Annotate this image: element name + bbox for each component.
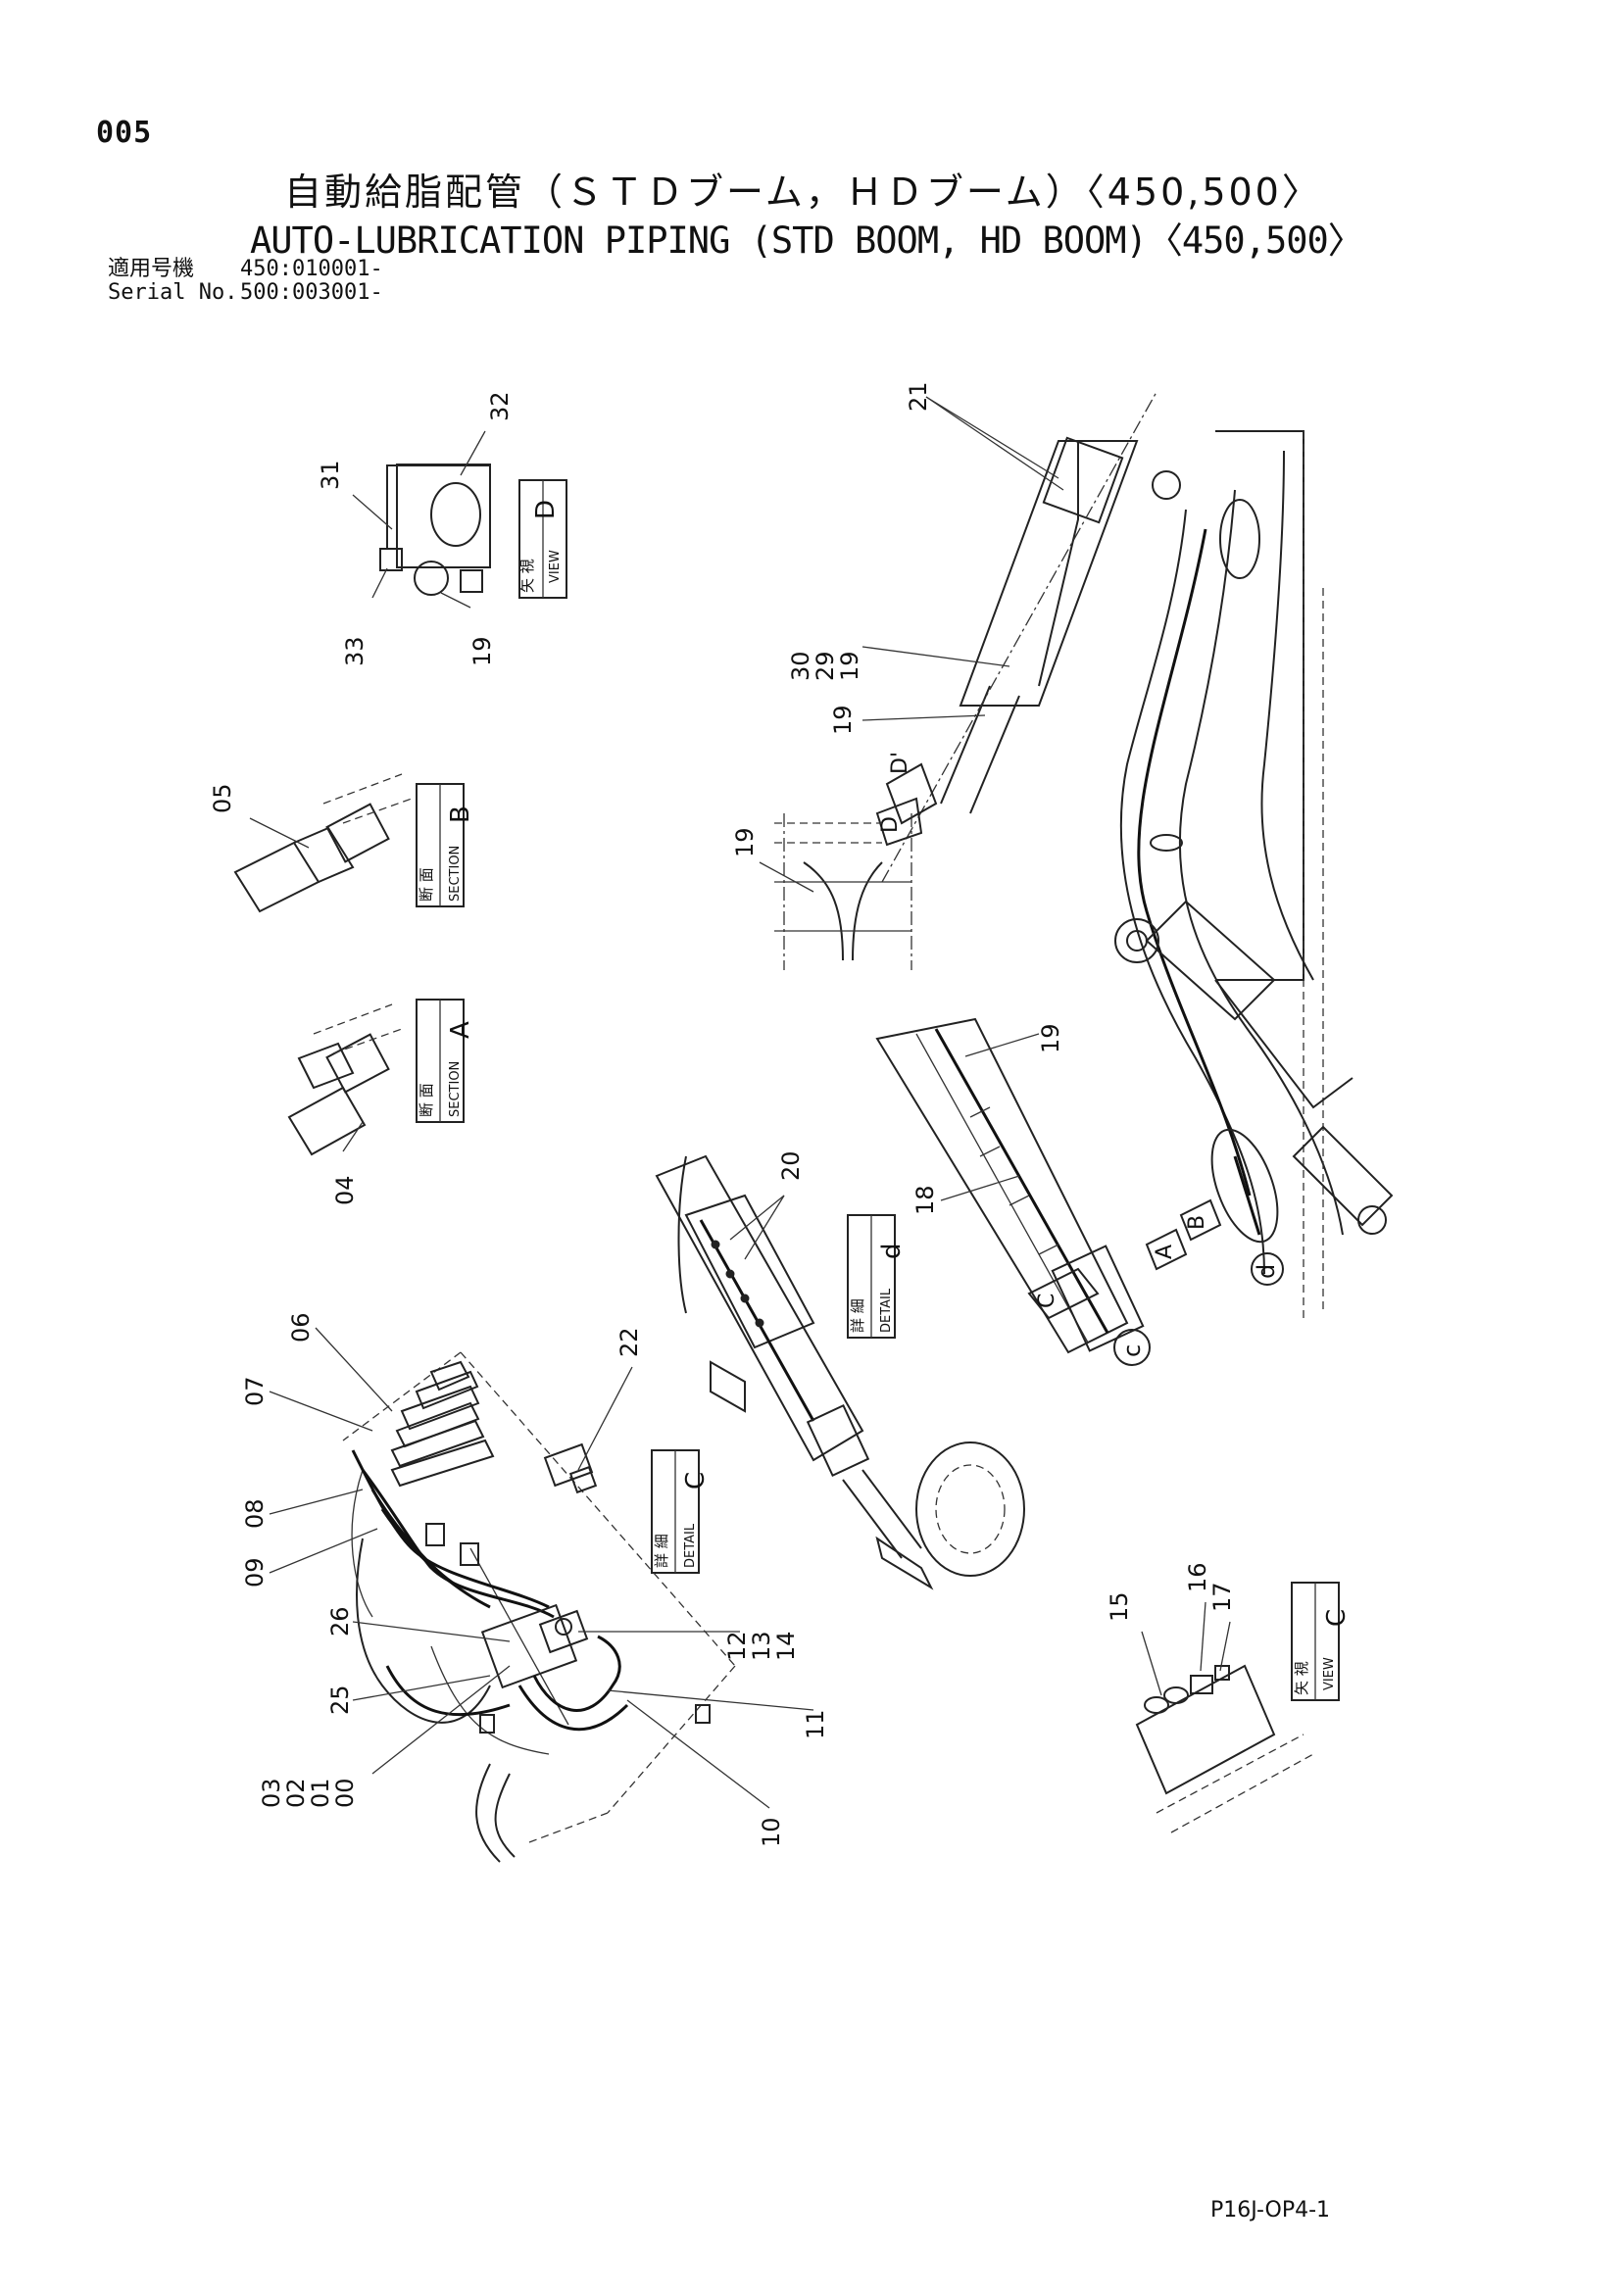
callout-17: 17 [1208,1582,1236,1612]
footer-code: P16J-OP4-1 [1210,2198,1331,2223]
callout-19-boom-top: 19 [836,651,863,681]
section-a-detail [287,999,465,1156]
section-b-jp: 断 面 [418,867,435,902]
serial-value-500: 500:003001- [240,280,383,305]
detail-c-letter: C [681,1472,711,1490]
detail-d-assembly [655,1154,1025,1590]
section-b-letter: B [446,806,475,823]
title-english: AUTO-LUBRICATION PIPING (STD BOOM, HD BO… [250,220,1364,262]
view-d-letter: D [531,500,561,519]
boom-assembly [881,391,1394,1323]
detail-c-jp: 詳 細 [653,1534,670,1568]
boom-foot-section [774,813,912,970]
callout-29: 29 [812,651,839,681]
callout-09: 09 [241,1557,269,1588]
callout-22: 22 [615,1327,643,1357]
section-b-detail [233,773,465,913]
section-a-jp: 断 面 [418,1083,435,1117]
marker-d-prime: D' [888,752,912,774]
side-piping [875,1017,1151,1366]
view-c-detail [1135,1582,1340,1833]
pump-assembly [342,1351,736,1863]
callout-21: 21 [905,381,932,412]
callout-33: 33 [341,636,369,666]
section-a-en: SECTION [448,1061,463,1117]
marker-c-upper: C [1035,1294,1059,1308]
callout-31: 31 [317,460,344,490]
callout-12: 12 [723,1631,751,1661]
callout-15: 15 [1106,1591,1133,1622]
marker-d-arrows [875,762,938,847]
callout-04: 04 [331,1175,359,1205]
marker-ab-arrows [1145,1198,1222,1271]
marker-d-upper: D [878,816,903,833]
serial-block: 適用号機 450:010001- Serial No.500:003001- [108,258,383,305]
callout-05: 05 [209,783,236,813]
marker-d-lower: d [1253,1264,1280,1279]
serial-label-en: Serial No. [108,280,238,305]
callout-16: 16 [1184,1562,1211,1592]
callout-11: 11 [802,1709,829,1739]
callout-19-boom-mid: 19 [829,705,857,735]
detail-c-en: DETAIL [683,1523,698,1568]
view-d-en: VIEW [548,550,563,583]
detail-d-en: DETAIL [879,1288,894,1333]
title-japanese: 自動給脂配管（ＳＴＤブーム，ＨＤブーム）〈450,500〉 [284,171,1322,214]
callout-00: 00 [331,1778,359,1808]
callout-01: 01 [307,1778,334,1808]
callout-14: 14 [772,1631,800,1661]
view-c-jp: 矢 視 [1293,1661,1310,1695]
view-c-en: VIEW [1322,1657,1337,1690]
serial-label-jp: 適用号機 [108,257,195,281]
callout-08: 08 [241,1498,269,1529]
callout-26: 26 [326,1606,354,1637]
detail-d-letter: d [877,1243,907,1259]
page-number: 005 [96,116,153,150]
marker-b: B [1185,1215,1209,1230]
callout-18: 18 [911,1185,939,1215]
callout-19-foot: 19 [731,827,759,857]
view-d-detail [352,430,567,609]
callout-10: 10 [758,1817,785,1847]
callout-02: 02 [282,1778,310,1808]
callout-07: 07 [241,1376,269,1406]
callout-03: 03 [258,1778,285,1808]
view-c-letter: C [1322,1609,1352,1627]
marker-a: A [1153,1245,1177,1259]
detail-c-label-box [651,1449,700,1574]
view-d-jp: 矢 視 [518,559,536,593]
callout-13: 13 [748,1631,775,1661]
section-a-letter: A [446,1021,475,1039]
callout-06: 06 [287,1312,315,1343]
detail-d-jp: 詳 細 [849,1298,866,1333]
callout-32: 32 [486,391,514,421]
callout-19-view-d: 19 [468,636,496,666]
callout-25: 25 [326,1685,354,1715]
callout-19-side: 19 [1037,1023,1064,1053]
callout-30: 30 [787,651,814,681]
section-b-en: SECTION [448,846,463,902]
marker-c-lower: c [1118,1344,1146,1357]
callout-20: 20 [777,1150,805,1181]
serial-value-450: 450:010001- [240,257,383,281]
